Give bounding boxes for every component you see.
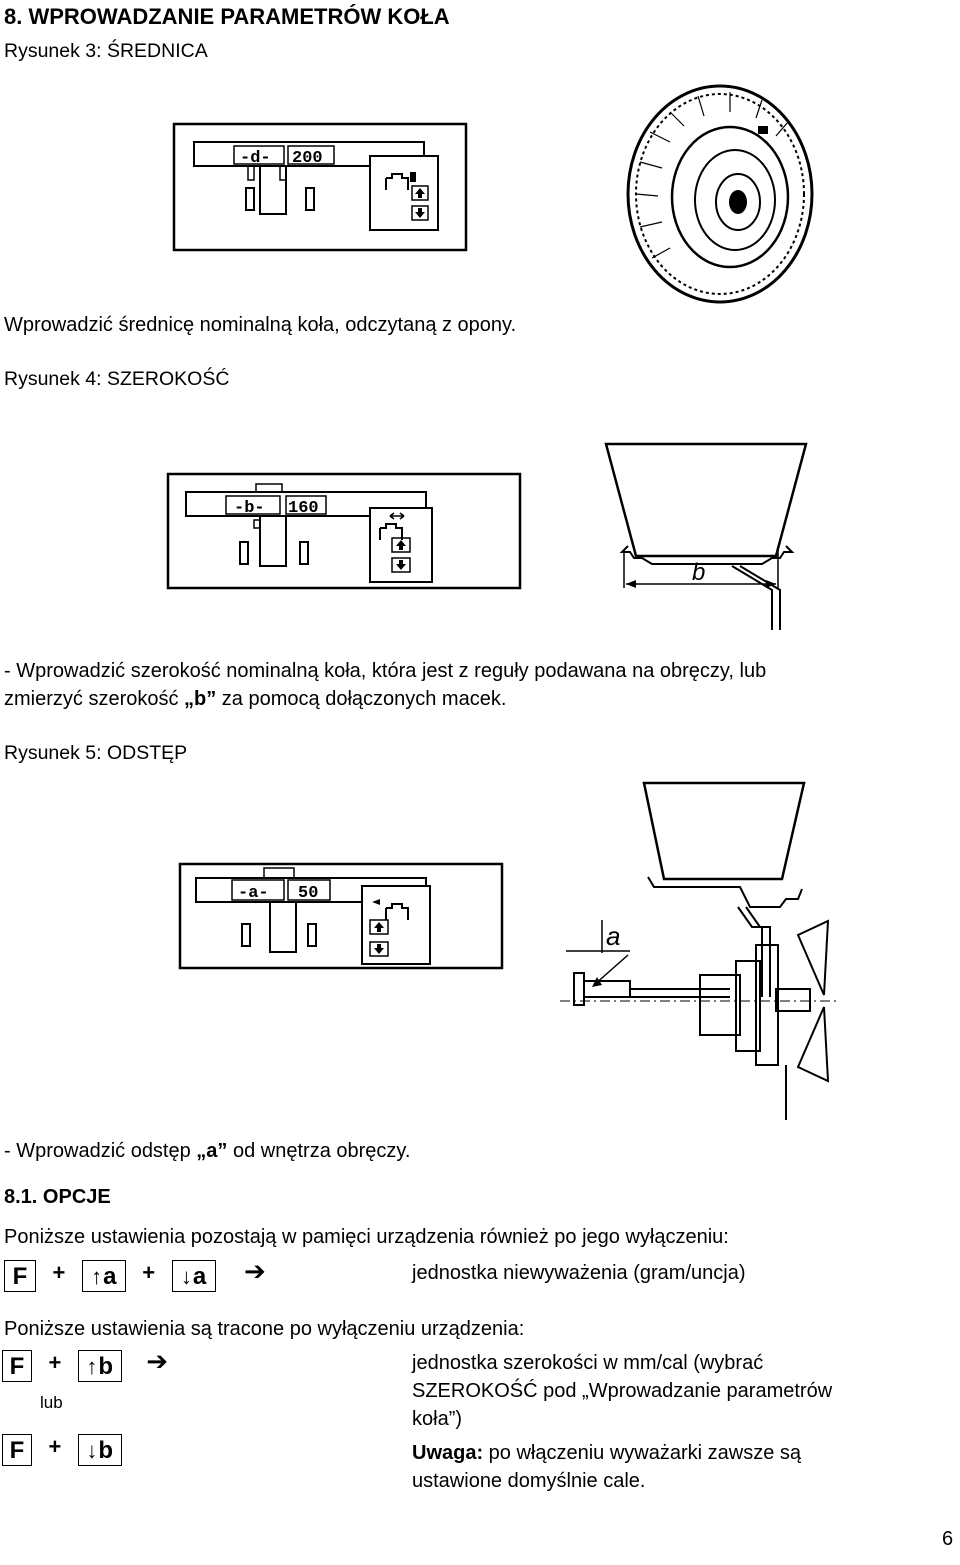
arrow-down-icon: ↓ [180, 1263, 192, 1289]
arrow-up-icon: ↑ [86, 1353, 98, 1379]
plus-sign: + [52, 1260, 66, 1285]
display-left-text: -b- [234, 499, 265, 518]
tire-illustration [626, 84, 814, 304]
note-line1: Uwaga: po włączeniu wyważarki zawsze są [412, 1442, 802, 1464]
offset-illustration: a [560, 781, 840, 1120]
arrow-up-icon: ↑ [91, 1263, 103, 1289]
figure-4-panel: -b- 160 [166, 472, 522, 590]
figure-5-text: - Wprowadzić odstęp „a” od wnętrza obręc… [4, 1140, 411, 1162]
key-f: F [2, 1434, 32, 1466]
key-b-up: ↑b [77, 1349, 122, 1382]
figure-3-text: Wprowadzić średnicę nominalną koła, odcz… [4, 314, 517, 336]
key-b-down: ↓b [77, 1434, 122, 1466]
figure-5-panel: -a- 50 [178, 862, 504, 970]
arrow-right-icon: ➔ [146, 1346, 169, 1376]
unit-imbalance-text: jednostka niewyważenia (gram/uncja) [412, 1262, 746, 1284]
figure-3-caption: Rysunek 3: ŚREDNICA [4, 40, 208, 62]
plus-sign: + [142, 1260, 156, 1285]
rim-width-illustration: b [604, 442, 808, 630]
display-left-text: -d- [240, 149, 271, 168]
figure-5-caption: Rysunek 5: ODSTĘP [4, 742, 188, 764]
display-right-text: 200 [292, 149, 323, 168]
width-unit-line1: jednostka szerokości w mm/cal (wybrać [412, 1352, 764, 1374]
plus-sign: + [48, 1434, 62, 1460]
display-right-text: 160 [288, 499, 319, 518]
display-left-text: -a- [238, 884, 269, 903]
note-line2: ustawione domyślnie cale. [412, 1470, 646, 1492]
key-f: F [4, 1259, 36, 1292]
width-unit-line3: koła”) [412, 1408, 463, 1430]
width-unit-line2: SZEROKOŚĆ pod „Wprowadzanie parametrów [412, 1380, 833, 1402]
figure-4-text-line1: - Wprowadzić szerokość nominalną koła, k… [4, 660, 767, 682]
dim-label-b: b [692, 559, 705, 586]
options-intro-persistent: Poniższe ustawienia pozostają w pamięci … [4, 1226, 729, 1248]
key-combo-width-up: F + ↑b ➔ [2, 1346, 168, 1382]
or-text: lub [40, 1393, 63, 1412]
key-a-down: ↓a [171, 1259, 216, 1292]
display-right-text: 50 [298, 884, 318, 903]
options-title: 8.1. OPCJE [4, 1186, 111, 1208]
key-f: F [2, 1349, 32, 1382]
key-combo-width-down: F + ↓b [2, 1434, 122, 1466]
figure-3-panel: -d- 200 [172, 122, 468, 252]
key-combo-imbalance: F + ↑a + ↓a ➔ [4, 1256, 266, 1292]
page-number: 6 [942, 1528, 954, 1550]
figure-4-caption: Rysunek 4: SZEROKOŚĆ [4, 368, 230, 390]
key-a-up: ↑a [81, 1259, 126, 1292]
options-intro-volatile: Poniższe ustawienia są tracone po wyłącz… [4, 1318, 525, 1340]
arrow-right-icon: ➔ [243, 1256, 266, 1286]
plus-sign: + [48, 1350, 62, 1375]
dim-label-a: a [606, 921, 620, 951]
figure-4-text-line2: zmierzyć szerokość „b” za pomocą dołączo… [4, 688, 507, 710]
arrow-down-icon: ↓ [86, 1438, 98, 1463]
section-title: 8. WPROWADZANIE PARAMETRÓW KOŁA [4, 4, 450, 29]
